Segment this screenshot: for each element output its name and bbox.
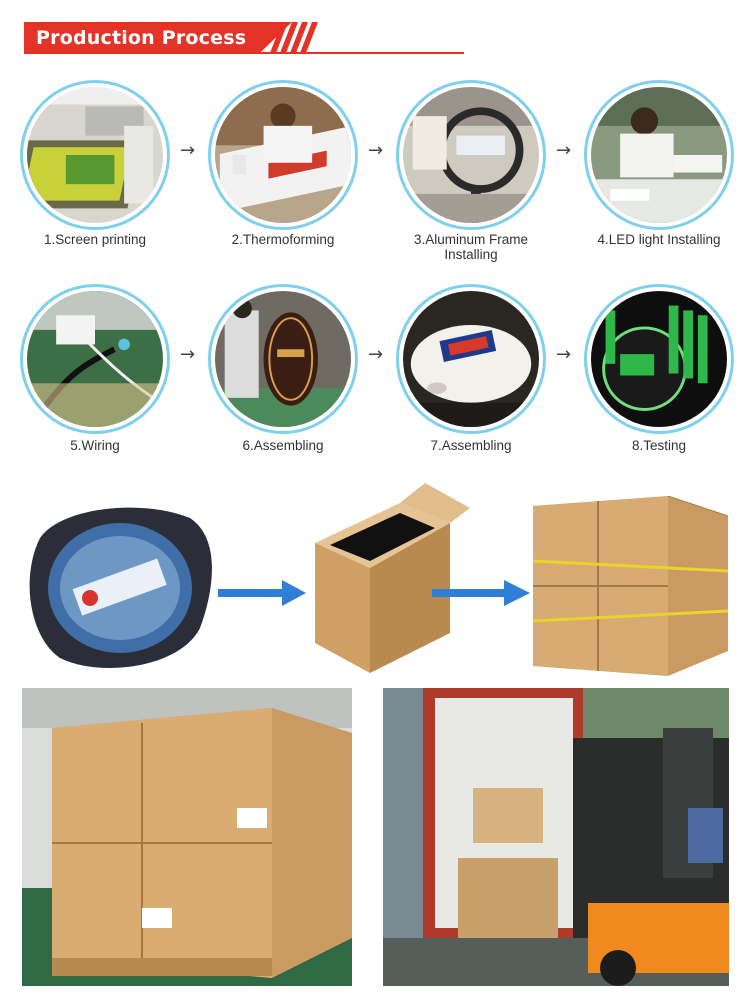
- step-6-image: [208, 284, 358, 434]
- step-8-image: [584, 284, 734, 434]
- header-stripes: [270, 22, 318, 53]
- arrow-right-icon: →: [180, 344, 196, 365]
- boxed-sign-image: [315, 483, 470, 673]
- step-4-image: [584, 80, 734, 230]
- arrow-right-icon: →: [180, 140, 196, 161]
- pallet-photo: [22, 688, 352, 986]
- header-tab: [24, 22, 292, 53]
- arrow-right-icon: →: [368, 140, 384, 161]
- flow-arrow-icon: [218, 580, 306, 606]
- step-7-image: [396, 284, 546, 434]
- step-2-label: 2.Thermoforming: [231, 232, 335, 247]
- step-6-label: 6.Assembling: [242, 438, 324, 453]
- step-3-image: [396, 80, 546, 230]
- step-5-label: 5.Wiring: [70, 438, 120, 453]
- step-1-label: 1.Screen printing: [43, 232, 147, 247]
- header-title: Production Process: [36, 27, 247, 49]
- step-7-label: 7.Assembling: [430, 438, 512, 453]
- wrapped-sign-image: [29, 507, 212, 668]
- arrow-right-icon: →: [368, 344, 384, 365]
- section-header: Production Process: [24, 22, 464, 54]
- arrow-right-icon: →: [556, 140, 572, 161]
- header-underline: [24, 52, 464, 54]
- flow-arrow-icon: [432, 580, 530, 606]
- step-5-image: [20, 284, 170, 434]
- container-loading-photo: [383, 688, 729, 986]
- step-4-label: 4.LED light Installing: [597, 232, 721, 247]
- step-1-image: [20, 80, 170, 230]
- stacked-boxes-image: [532, 496, 729, 676]
- step-3-label: 3.Aluminum Frame Installing: [413, 232, 529, 262]
- step-2-image: [208, 80, 358, 230]
- step-8-label: 8.Testing: [631, 438, 687, 453]
- arrow-right-icon: →: [556, 344, 572, 365]
- packaging-flow: [0, 478, 750, 678]
